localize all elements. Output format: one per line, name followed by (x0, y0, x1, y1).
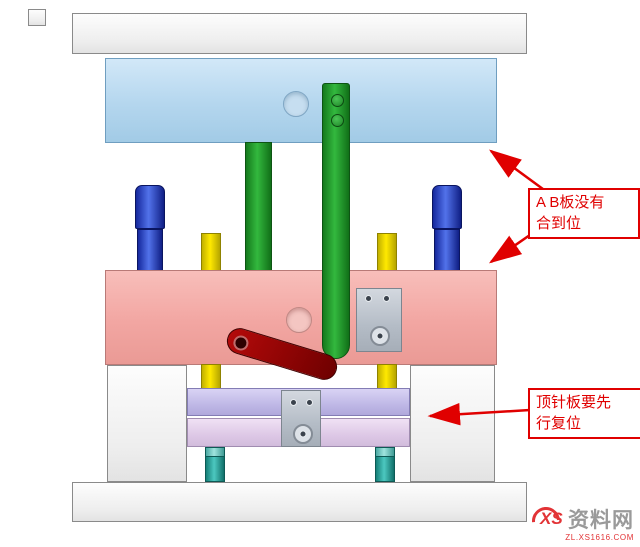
a-plate-hole (283, 91, 309, 117)
corner-block (28, 9, 46, 26)
bracket-hole-icon (290, 399, 297, 406)
stop-pin-right (375, 447, 395, 482)
arrow-ab-gap-top (488, 149, 548, 194)
lever-hole-icon (231, 333, 251, 353)
guide-pin-right-body (434, 229, 460, 271)
green-latch-bar (322, 83, 350, 359)
return-pin-right-upper (377, 233, 397, 271)
watermark: XS 资料网 ZL.XS1616.COM (526, 501, 634, 542)
spacer-block-right (410, 365, 495, 482)
stop-pin-left (205, 447, 225, 482)
stop-pin-band (376, 448, 394, 457)
latch-plate-ring-hole-icon (370, 326, 390, 346)
guide-pin-right-cap (432, 185, 462, 229)
bracket-ring-hole-icon (293, 424, 313, 444)
watermark-logo-icon: XS (526, 501, 566, 541)
ejector-bracket (281, 390, 321, 447)
return-pin-left-lower (201, 364, 221, 389)
hole-center-icon (299, 430, 307, 438)
guide-pin-left-body (137, 229, 163, 271)
watermark-logo-text: XS (540, 509, 563, 528)
hole-center-icon (376, 332, 384, 340)
callout-ejector-plate: 顶针板要先 行复位 (528, 388, 640, 439)
latch-plate-hole-icon (365, 295, 372, 302)
return-pin-left-upper (201, 233, 221, 271)
return-pin-right-lower (377, 364, 397, 389)
green-pull-bar (245, 142, 272, 271)
latch-plate-hole-icon (383, 295, 390, 302)
latch-screw-icon (331, 114, 344, 127)
top-clamping-plate (72, 13, 527, 54)
watermark-domain: ZL.XS1616.COM (565, 533, 634, 542)
b-plate-hole (286, 307, 312, 333)
callout-ab-plates: A B板没有 合到位 (528, 188, 640, 239)
latch-plate (356, 288, 402, 352)
guide-pin-left-cap (135, 185, 165, 229)
spacer-block-left (107, 365, 187, 482)
watermark-site-name: 资料网 (568, 509, 634, 532)
bottom-clamping-plate (72, 482, 527, 522)
stop-pin-band (206, 448, 224, 457)
bracket-hole-icon (306, 399, 313, 406)
latch-screw-icon (331, 94, 344, 107)
